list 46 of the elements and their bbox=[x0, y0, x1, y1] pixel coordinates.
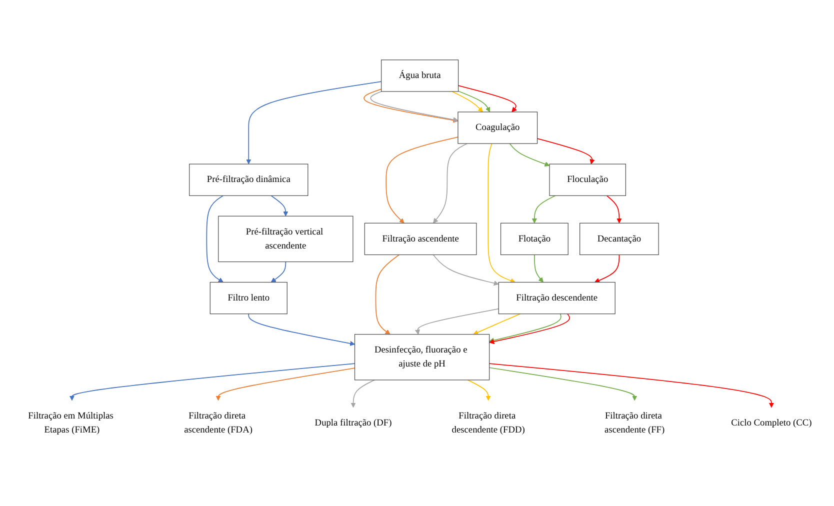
arrow bbox=[489, 313, 570, 344]
arrow bbox=[414, 308, 500, 335]
node-box: Flotação bbox=[500, 222, 568, 256]
arrow bbox=[433, 143, 468, 224]
arrow bbox=[534, 254, 544, 282]
node-box: Coagulação bbox=[458, 112, 538, 144]
arrow bbox=[206, 195, 224, 282]
arrow bbox=[386, 136, 458, 224]
node-box: Decantação bbox=[580, 222, 659, 256]
arrow bbox=[532, 195, 556, 224]
arrow bbox=[248, 313, 355, 346]
node-box: Filtração descendente bbox=[498, 282, 616, 314]
node-box: Água bruta bbox=[381, 60, 459, 92]
arrow bbox=[246, 81, 382, 164]
node-text: Filtração em Múltiplas Etapas (FiME) bbox=[28, 410, 114, 435]
arrow bbox=[594, 254, 620, 283]
node-box: Floculação bbox=[549, 164, 626, 196]
arrow bbox=[350, 380, 376, 408]
node-text: Dupla filtração (DF) bbox=[314, 418, 392, 428]
arrow bbox=[488, 143, 516, 284]
node-box: Filtração ascendente bbox=[364, 222, 477, 256]
arrow bbox=[488, 363, 774, 408]
node-text: Filtração direta ascendente (FF) bbox=[604, 410, 665, 435]
arrow bbox=[488, 367, 638, 401]
arrow bbox=[69, 363, 356, 401]
node-box: Desinfecção, fluoração e ajuste de pH bbox=[354, 334, 490, 380]
arrow bbox=[606, 195, 622, 224]
node-text: Filtração direta descendente (FDD) bbox=[452, 410, 525, 435]
node-box: Pré-filtração vertical ascendente bbox=[218, 216, 354, 262]
node-text: Filtração direta ascendente (FDA) bbox=[184, 410, 252, 435]
node-box: Pré-filtração dinâmica bbox=[189, 164, 308, 196]
arrow bbox=[270, 261, 286, 282]
arrow bbox=[473, 313, 521, 335]
arrow bbox=[375, 254, 400, 335]
arrow bbox=[458, 90, 490, 112]
arrow bbox=[536, 138, 595, 164]
arrow bbox=[509, 143, 550, 166]
node-text: Ciclo Completo (CC) bbox=[731, 418, 812, 428]
arrow bbox=[452, 91, 483, 112]
arrow bbox=[467, 380, 491, 401]
arrow bbox=[432, 254, 499, 286]
arrow bbox=[216, 368, 356, 401]
node-box: Filtro lento bbox=[210, 282, 288, 314]
arrow bbox=[270, 195, 288, 216]
arrow bbox=[489, 313, 562, 343]
arrow bbox=[458, 85, 517, 112]
